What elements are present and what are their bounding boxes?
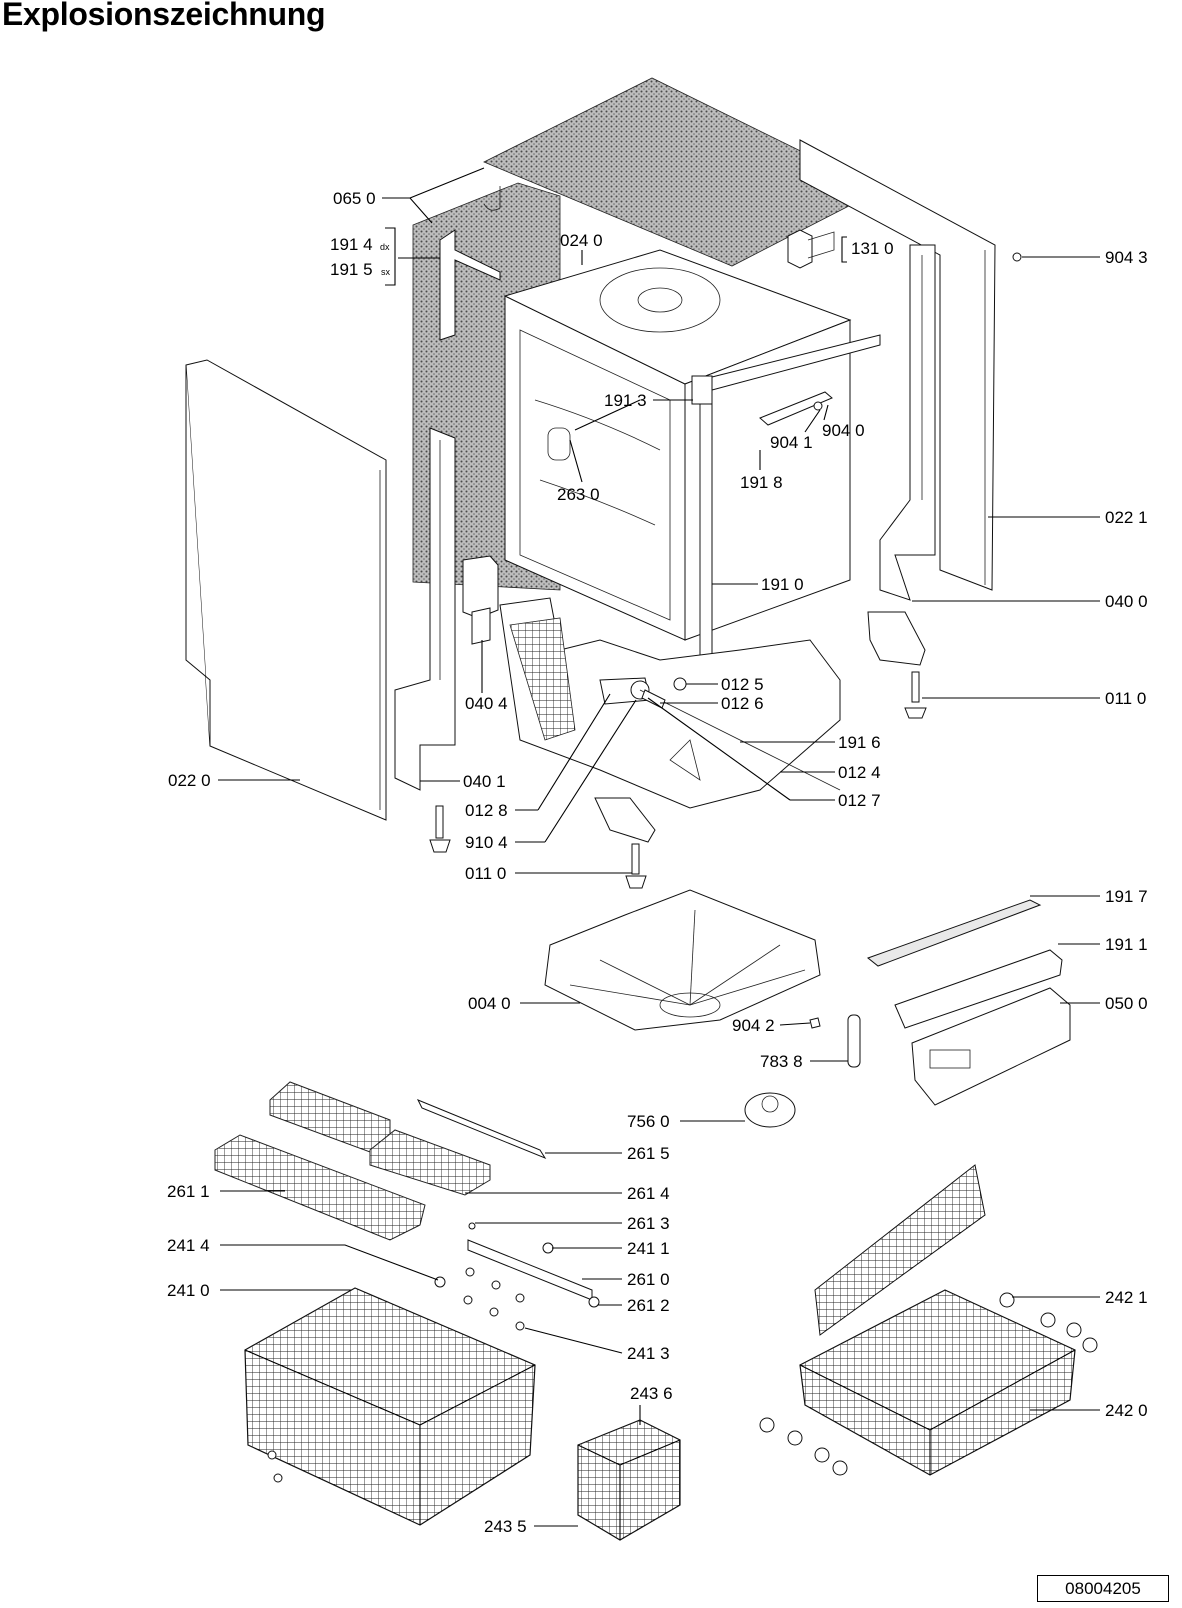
upper-basket-part: [799, 1164, 1076, 1476]
label-904-0: 904 0: [822, 421, 865, 440]
label-783-8: 783 8: [760, 1052, 803, 1071]
rail-part: [467, 1222, 600, 1308]
label-012-6: 012 6: [721, 694, 764, 713]
label-004-0: 004 0: [468, 994, 511, 1013]
label-191-0: 191 0: [761, 575, 804, 594]
label-904-2: 904 2: [732, 1016, 775, 1035]
lower-basket-part: [244, 1287, 536, 1526]
label-012-4: 012 4: [838, 763, 881, 782]
label-191-4: 191 4: [330, 235, 373, 254]
label-191-1: 191 1: [1105, 935, 1148, 954]
label-131-0: 131 0: [851, 239, 894, 258]
foot-part: [904, 671, 927, 719]
label-024-0: 024 0: [560, 231, 603, 250]
cutlery-insert-part: [214, 1081, 547, 1241]
label-241-0: 241 0: [167, 1281, 210, 1300]
basket-wheels-part: [759, 1292, 1098, 1476]
screw-part: [1012, 252, 1022, 262]
label-040-4: 040 4: [465, 694, 508, 713]
label-241-4: 241 4: [167, 1236, 210, 1255]
label-261-2: 261 2: [627, 1296, 670, 1315]
pin-part: [847, 1014, 861, 1068]
label-065-0: 065 0: [333, 189, 376, 208]
label-756-0: 756 0: [627, 1112, 670, 1131]
label-261-1: 261 1: [167, 1182, 210, 1201]
left-side-panel-part: [185, 359, 387, 821]
label-261-4: 261 4: [627, 1184, 670, 1203]
label-263-0: 263 0: [557, 485, 600, 504]
label-243-5: 243 5: [484, 1517, 527, 1536]
label-191-5-sub: sx: [381, 267, 391, 277]
label-243-6: 243 6: [630, 1384, 673, 1403]
fitting-part: [673, 677, 687, 691]
label-012-5: 012 5: [721, 675, 764, 694]
label-242-0: 242 0: [1105, 1401, 1148, 1420]
label-040-0: 040 0: [1105, 592, 1148, 611]
label-904-1: 904 1: [770, 433, 813, 452]
label-241-3: 241 3: [627, 1344, 670, 1363]
label-022-0: 022 0: [168, 771, 211, 790]
label-904-3: 904 3: [1105, 248, 1148, 267]
right-side-panel-part: [799, 139, 996, 591]
right-frame-rail-part: [879, 244, 936, 601]
foot-part: [429, 805, 451, 853]
label-261-3: 261 3: [627, 1214, 670, 1233]
screw-part: [809, 1017, 821, 1029]
label-910-4: 910 4: [465, 833, 508, 852]
label-012-7: 012 7: [838, 791, 881, 810]
label-191-8: 191 8: [740, 473, 783, 492]
label-050-0: 050 0: [1105, 994, 1148, 1013]
label-191-5: 191 5: [330, 260, 373, 279]
label-191-3: 191 3: [604, 391, 647, 410]
label-012-8: 012 8: [465, 801, 508, 820]
foot-part: [625, 843, 647, 889]
leader-lines: [218, 167, 1100, 1527]
trim-strip-part: [866, 899, 1042, 967]
label-011-0-center: 011 0: [465, 864, 506, 883]
label-191-7: 191 7: [1105, 887, 1148, 906]
label-242-1: 242 1: [1105, 1288, 1148, 1307]
tub-part: [503, 249, 852, 641]
front-panel-part: [894, 949, 1071, 1106]
base-tray-part: [544, 889, 821, 1031]
label-261-0: 261 0: [627, 1270, 670, 1289]
left-frame-rail-part: [394, 427, 456, 791]
label-040-1: 040 1: [463, 772, 506, 791]
bracket-part: [439, 229, 501, 341]
front-bracket-part: [759, 391, 833, 426]
hinge-clip-part: [787, 229, 835, 269]
label-261-5: 261 5: [627, 1144, 670, 1163]
cutlery-basket-part: [577, 1419, 681, 1541]
part-labels: 065 0 191 4 dx 191 5 sx 024 0 131 0 904 …: [167, 189, 1148, 1536]
foot-bracket-part: [594, 797, 656, 843]
diagram-title: Explosionszeichnung: [2, 0, 326, 32]
drawing-code-box: 08004205: [1037, 1575, 1169, 1602]
label-191-4-sub: dx: [380, 242, 390, 252]
label-011-0-right: 011 0: [1105, 689, 1146, 708]
label-241-1: 241 1: [627, 1239, 670, 1258]
box-part: [462, 555, 499, 645]
fan-part: [744, 1092, 796, 1128]
foot-bracket-part: [867, 611, 926, 666]
small-fittings-part: [434, 1267, 525, 1331]
label-191-6: 191 6: [838, 733, 881, 752]
label-022-1: 022 1: [1105, 508, 1148, 527]
